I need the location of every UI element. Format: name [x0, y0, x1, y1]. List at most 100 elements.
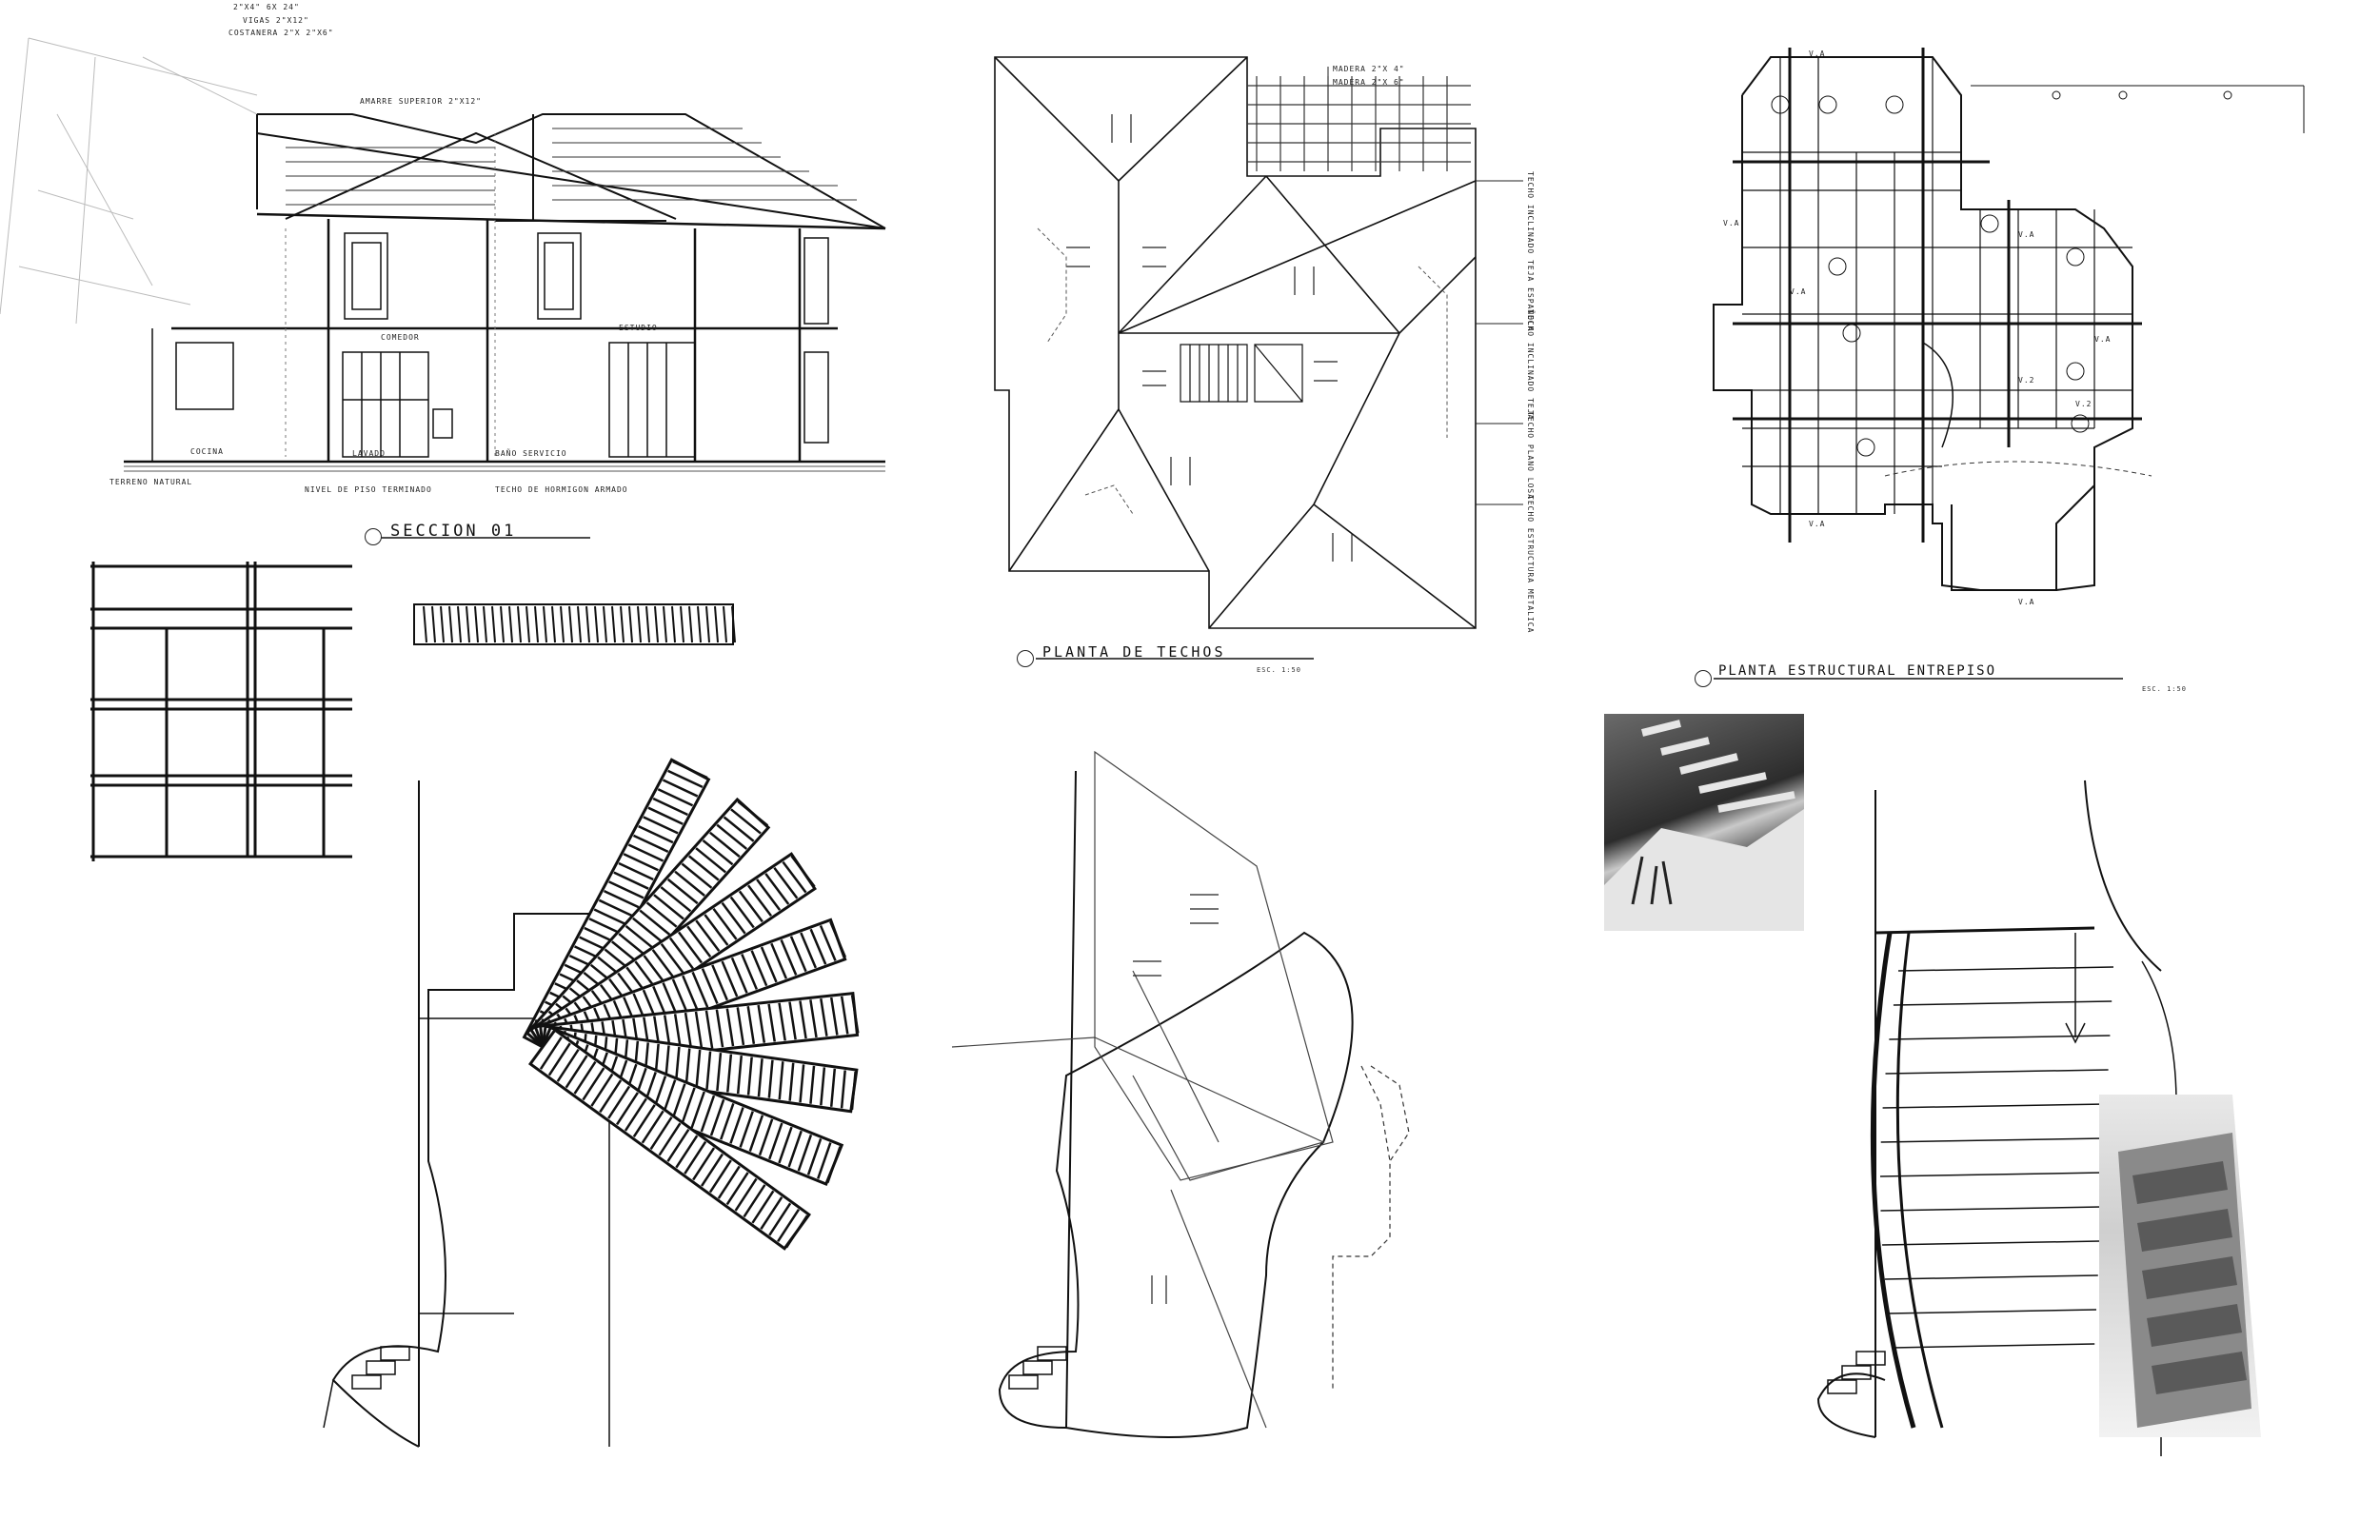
ladder-rung [424, 606, 426, 642]
window-grid-lines [86, 562, 362, 866]
stair-planes-lines [942, 742, 1476, 1485]
ladder-rung [724, 606, 726, 642]
ladder-rung [518, 606, 521, 642]
ladder-rung [681, 606, 684, 642]
curved-stair-step [1880, 1207, 2101, 1211]
curved-stair-step [1883, 1104, 2107, 1108]
note-comedor: COMEDOR [381, 333, 420, 342]
note-cocina: COCINA [190, 447, 224, 456]
note-lavado: LAVADO [352, 449, 386, 458]
ladder-rung [544, 606, 546, 642]
ladder-rung [475, 606, 478, 642]
ladder-rung [492, 606, 495, 642]
struct-tag-1: V.A [1809, 49, 1826, 58]
curved-stair-step [1894, 1001, 2112, 1005]
stair-photo-light [2099, 1095, 2304, 1437]
stair-curved-lines [1799, 771, 2332, 1456]
curved-stair-step [1880, 1173, 2103, 1176]
ladder-rung [441, 606, 444, 642]
struct-tag-4: V.A [1809, 520, 1826, 528]
stair-fan-lines [324, 761, 914, 1456]
stair-photo-dark [1604, 714, 1804, 931]
ladder-rung [509, 606, 512, 642]
roof-note-3: TECHO PLANO LOSA [1526, 411, 1535, 501]
curved-stair-step [1886, 1070, 2109, 1074]
ladder-rung [535, 606, 538, 642]
ladder-rung [638, 606, 641, 642]
roof-note-4: TECHO ESTRUCTURA METALICA [1526, 495, 1535, 634]
roof-note-madera-a: MADERA 2"x 4" [1333, 65, 1405, 73]
structural-plan-lines [1695, 29, 2361, 714]
curved-stair-step [1881, 1138, 2105, 1142]
section-marker-icon [365, 528, 382, 545]
section-lines [0, 0, 933, 552]
window-grid-detail [86, 562, 362, 866]
ladder-rung [655, 606, 658, 642]
ladder-rung [706, 606, 709, 642]
section-title: SECCION 01 [390, 522, 517, 541]
note-top-a: 2"x4" 6x 24" [233, 3, 300, 11]
ladder-rung [646, 606, 649, 642]
stair-flight [530, 1030, 810, 1249]
roof-plan: MADERA 2"x 4" MADERA 2"x 6" TECHO INCLIN… [952, 38, 1618, 685]
roof-plan-scale: ESC. 1:50 [1257, 666, 1301, 674]
ladder-rung [732, 606, 735, 642]
curved-stair-step [1885, 1275, 2098, 1279]
curved-stair-step [1882, 1241, 2100, 1245]
ladder-rung [449, 606, 452, 642]
ladder-rung [689, 606, 692, 642]
ladder-rung [484, 606, 486, 642]
ladder-rung [501, 606, 504, 642]
note-top-c: COSTANERA 2"x 2"x6" [228, 29, 334, 37]
stair-photo-light-marks [2118, 1095, 2304, 1437]
structural-plan-title: PLANTA ESTRUCTURAL ENTREPISO [1718, 663, 1997, 679]
ladder-rung [526, 606, 529, 642]
ladder-rung [715, 606, 718, 642]
struct-tag-8: V.A [2094, 335, 2112, 344]
stair-study-fan [324, 761, 914, 1456]
struct-tag-7: V.A [1723, 219, 1740, 227]
ladder-rung [664, 606, 666, 642]
stair-flight [535, 1028, 843, 1185]
ladder-rung [458, 606, 461, 642]
ladder-rung [621, 606, 624, 642]
note-top-b: VIGAS 2"x12" [243, 16, 309, 25]
stair-study-curved [1799, 771, 2332, 1456]
ladder-rung [466, 606, 469, 642]
struct-tag-9: V.A [2018, 598, 2035, 606]
ladder-rung [586, 606, 589, 642]
structural-plan-scale: ESC. 1:50 [2142, 685, 2187, 693]
ladder-rung [698, 606, 701, 642]
ladder-rung [612, 606, 615, 642]
struct-tag-6: V.2 [2075, 400, 2092, 408]
ladder-rung [432, 606, 435, 642]
note-amarre: AMARRE SUPERIOR 2"x12" [360, 97, 482, 106]
note-servicio: BAÑO SERVICIO [495, 449, 567, 458]
ladder-rung [604, 606, 606, 642]
stair-study-planes [942, 742, 1476, 1485]
curved-stair-step [1888, 1310, 2096, 1313]
ladder-rung [552, 606, 555, 642]
struct-tag-2: V.A [1790, 287, 1807, 296]
note-estudio: ESTUDIO [619, 324, 658, 332]
roof-note-madera-b: MADERA 2"x 6" [1333, 78, 1405, 87]
ladder-rung [561, 606, 564, 642]
ladder-rung [629, 606, 632, 642]
structural-plan: V.A V.A V.A V.A V.2 V.2 V.A V.A V.A PLAN… [1695, 29, 2361, 714]
roof-plan-marker-icon [1017, 650, 1034, 667]
ladder-rung [595, 606, 598, 642]
curved-stair-step [1898, 967, 2113, 971]
roof-plan-lines [952, 38, 1618, 685]
stair-ladder-detail [409, 600, 743, 657]
section-drawing: 2"x4" 6x 24" VIGAS 2"x12" COSTANERA 2"x … [0, 0, 933, 552]
roof-plan-title: PLANTA DE TECHOS [1042, 643, 1226, 661]
ladder-lines [409, 600, 743, 657]
structural-plan-marker-icon [1695, 670, 1712, 687]
note-techo-hormigon: TECHO DE HORMIGON ARMADO [495, 485, 628, 494]
stair-photo-dark-marks [1604, 714, 1804, 931]
struct-tag-3: V.A [2018, 230, 2035, 239]
curved-stair-step [1889, 1036, 2110, 1039]
note-nivel-piso: NIVEL DE PISO TERMINADO [305, 485, 432, 494]
ladder-rung [569, 606, 572, 642]
roof-note-1: TECHO INCLINADO TEJA ESPAÑOLA [1526, 171, 1535, 332]
